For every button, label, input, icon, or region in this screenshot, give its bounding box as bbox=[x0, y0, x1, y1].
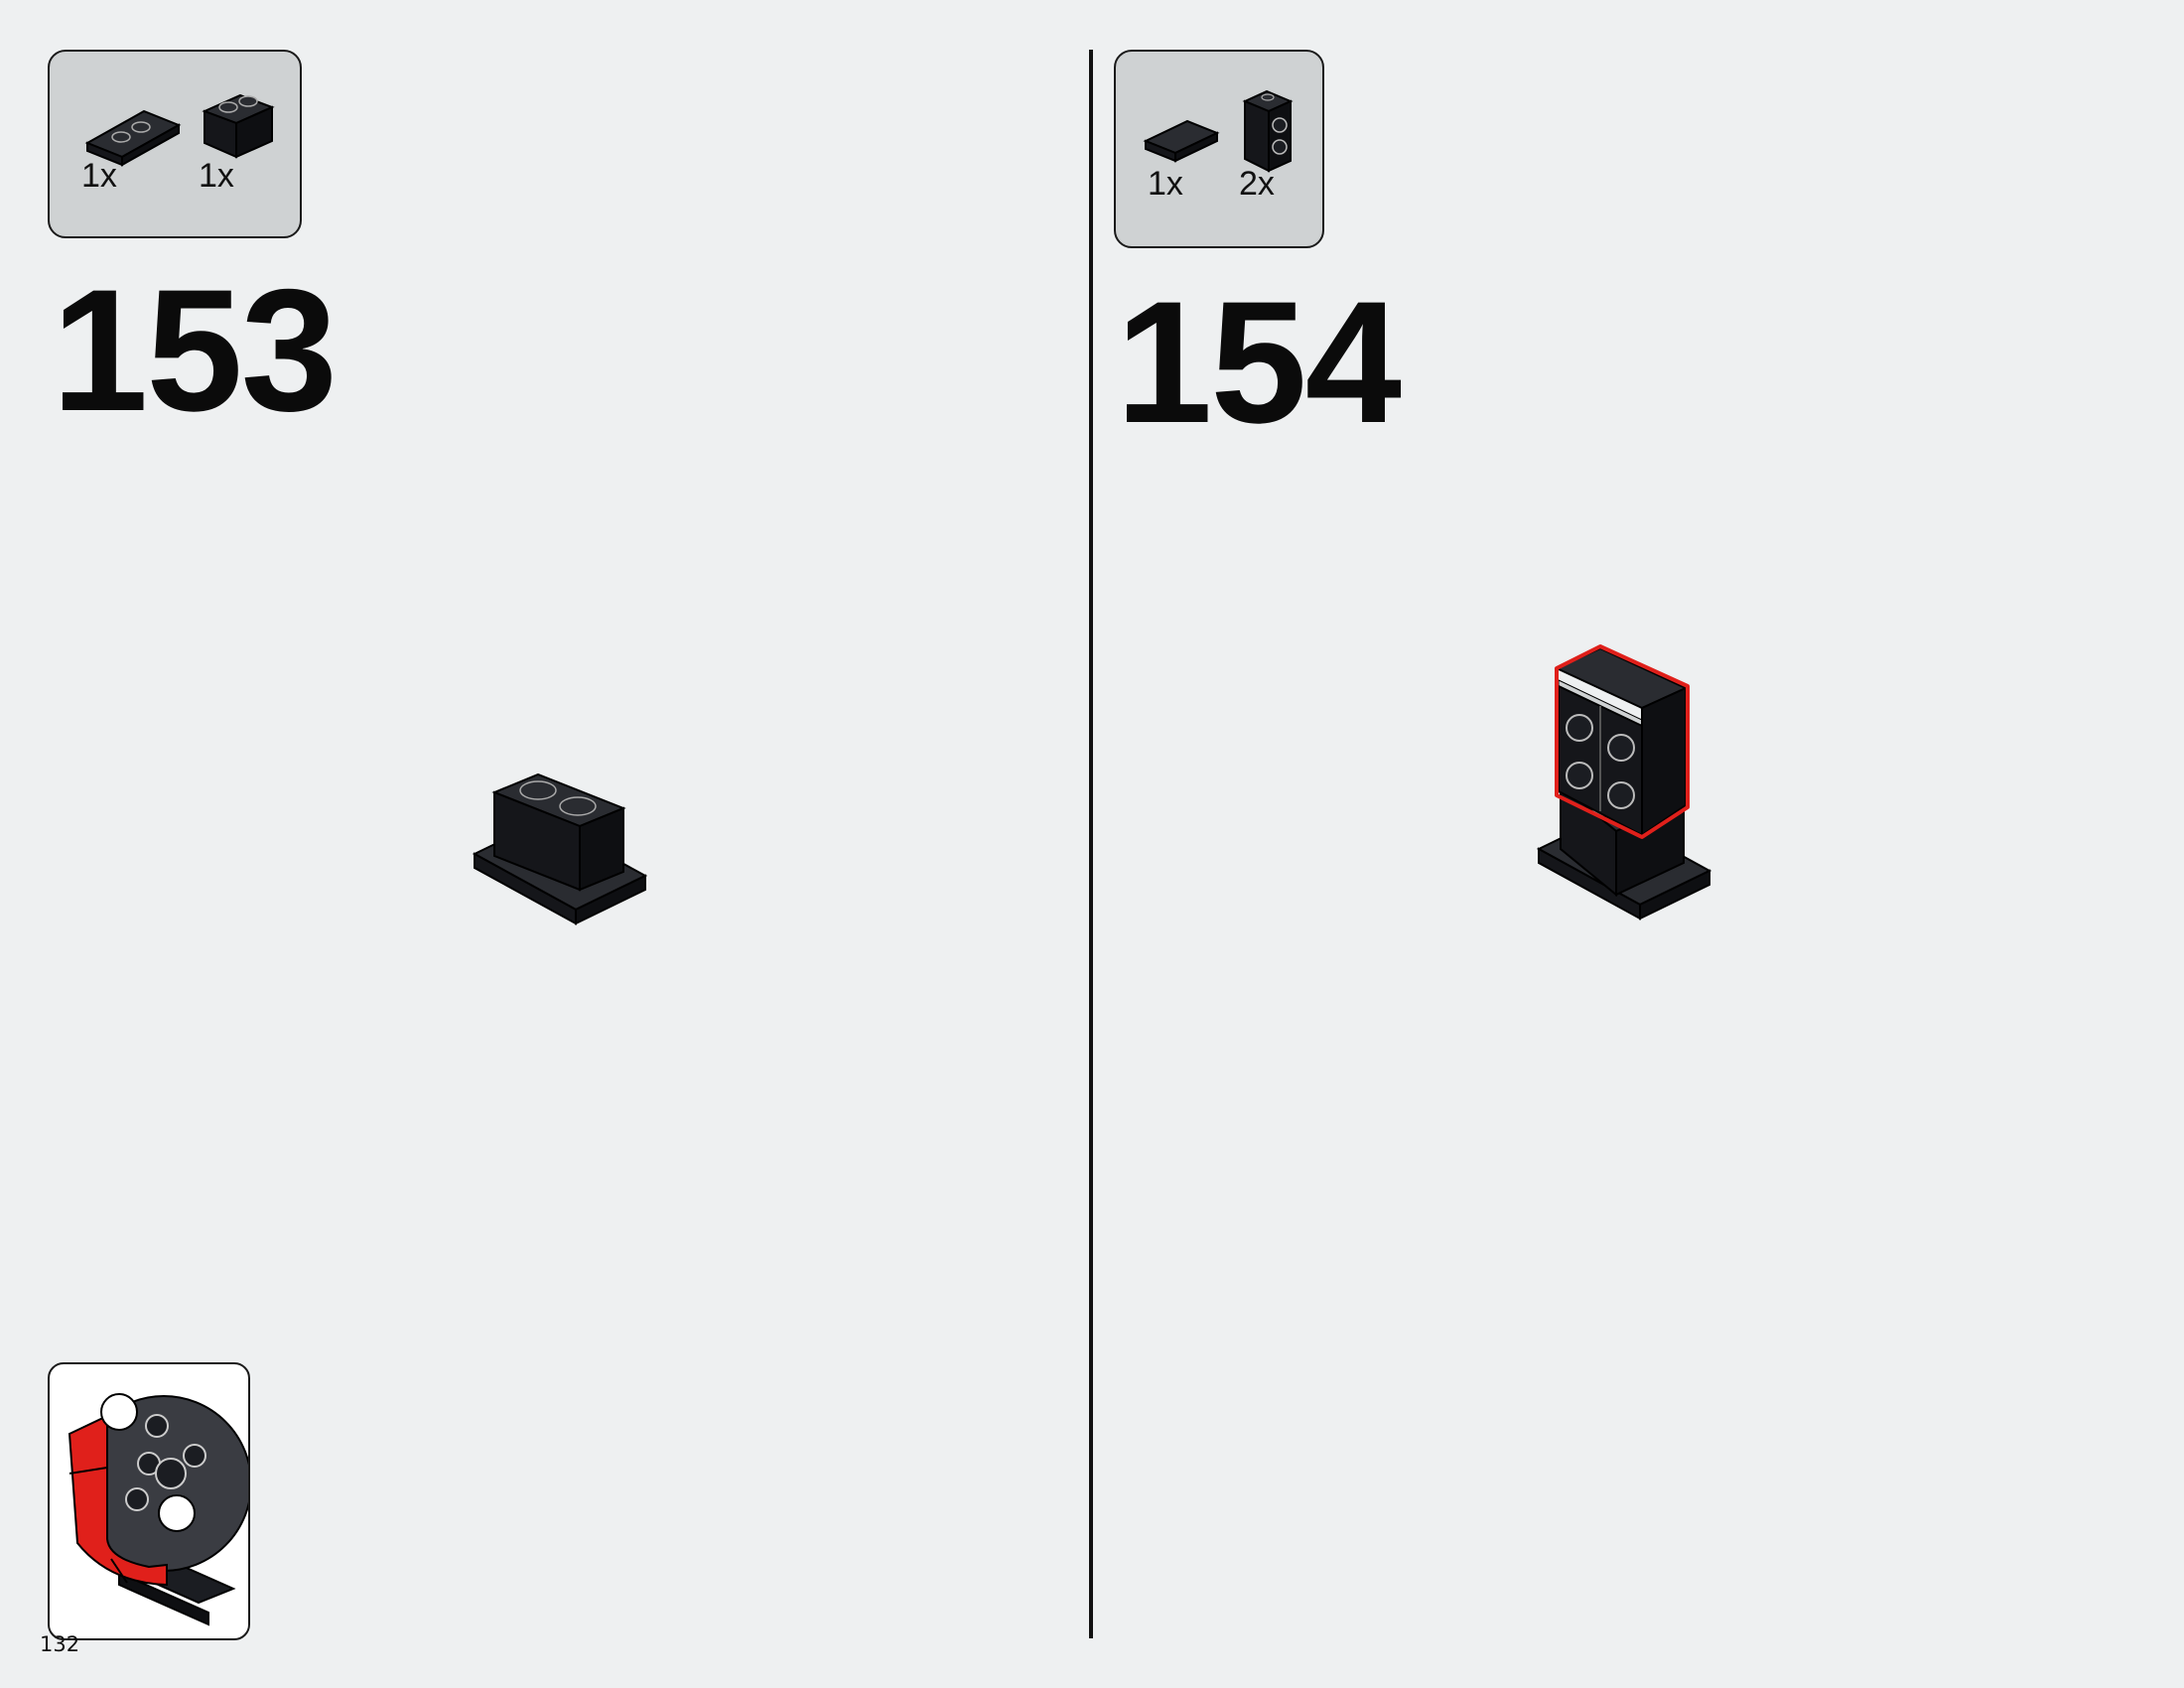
parts-list-153: 1x 1x bbox=[48, 50, 302, 238]
tile-1x2-icon bbox=[1143, 119, 1220, 163]
assembly-model-153 bbox=[472, 773, 648, 925]
parts-list-154: 1x 2x bbox=[1114, 50, 1324, 248]
brick-studs-on-side-icon bbox=[1242, 89, 1294, 173]
assembly-model-154 bbox=[1537, 644, 1712, 920]
brick-1x2-icon bbox=[202, 93, 275, 159]
step-divider bbox=[1089, 50, 1093, 1638]
step-153: 1x 1x 153 bbox=[0, 0, 1090, 1688]
page-number: 132 bbox=[40, 1632, 80, 1656]
submodel-preview bbox=[48, 1362, 252, 1640]
submodel-render bbox=[68, 1393, 252, 1626]
part-quantity: 1x bbox=[1148, 165, 1183, 203]
part-quantity: 1x bbox=[81, 157, 117, 195]
part-quantity: 2x bbox=[1239, 165, 1275, 203]
step-number: 154 bbox=[1116, 266, 1402, 460]
part-quantity: 1x bbox=[199, 157, 234, 195]
plate-1x3-icon bbox=[84, 109, 182, 167]
step-154: 1x 2x 154 bbox=[1092, 0, 2184, 1688]
step-number: 153 bbox=[52, 254, 338, 448]
